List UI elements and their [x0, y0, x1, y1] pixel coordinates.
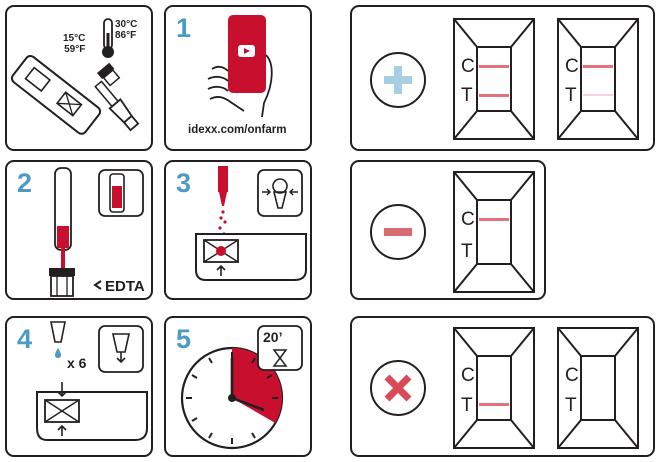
- edta-label: EDTA: [105, 278, 145, 295]
- t-label: T: [461, 85, 473, 106]
- cassette-icon: [10, 54, 102, 135]
- clock-icon: [180, 346, 284, 450]
- pipette-icon: [94, 80, 140, 132]
- sample-application-illustration: [195, 166, 307, 281]
- t-label: T: [461, 395, 473, 416]
- buffer-drops-illustration: [36, 321, 148, 441]
- vial-icon: [97, 62, 121, 87]
- result-invalid-panel: C T C T: [350, 316, 655, 457]
- c-label: C: [565, 56, 579, 77]
- phone-illustration: [207, 15, 273, 118]
- step-3-panel: 3: [164, 160, 312, 300]
- blood-tube-illustration: [49, 167, 144, 297]
- step-4-number: 4: [17, 324, 33, 354]
- test-line-icon: [479, 403, 509, 406]
- cassette-window-icon: [453, 171, 535, 293]
- control-line-icon: [479, 65, 509, 68]
- buffer-inset-icon: [98, 325, 144, 373]
- negative-result-illustration: [370, 171, 535, 293]
- cassette-icon: [36, 382, 148, 441]
- minus-icon: [370, 204, 426, 260]
- thermometer-icon: [102, 18, 114, 58]
- t-label: T: [461, 241, 473, 262]
- result-positive-panel: C T C T: [350, 5, 655, 151]
- faint-test-line-icon: [583, 94, 613, 96]
- step-1-panel: 1 idexx.com/onfarm: [164, 5, 312, 151]
- test-line-icon: [479, 94, 509, 97]
- cassette-window-icon: [453, 327, 535, 449]
- c-label: C: [461, 56, 475, 77]
- control-line-icon: [583, 65, 613, 68]
- control-line-icon: [479, 218, 509, 221]
- result-negative-panel: C T: [350, 160, 546, 300]
- cassette-window-icon: [453, 18, 535, 140]
- cassette-window-icon: [557, 327, 639, 449]
- step-3-number: 3: [176, 168, 192, 198]
- cross-icon: [370, 360, 426, 416]
- temp-high-label: 30°C 86°F: [115, 19, 138, 41]
- c-label: C: [461, 365, 475, 386]
- positive-result-illustration: [370, 18, 639, 140]
- clock-illustration: [180, 325, 303, 450]
- tube-inset-icon: [98, 169, 144, 217]
- t-label: T: [565, 395, 577, 416]
- c-label: C: [565, 365, 579, 386]
- step-4-panel: 4 x 6: [5, 316, 153, 457]
- timer-inset-icon: [257, 325, 303, 371]
- step-2-number: 2: [17, 168, 33, 198]
- invalid-result-illustration: [370, 327, 639, 449]
- cassette-icon: [195, 233, 307, 281]
- cassette-window-icon: [557, 18, 639, 140]
- hand-icon: [207, 54, 273, 118]
- arrow-left-icon: [93, 280, 102, 290]
- t-label: T: [565, 85, 577, 106]
- test-kit-illustration: [10, 18, 140, 135]
- timer-label: 20’: [263, 329, 283, 345]
- url-label: idexx.com/onfarm: [188, 124, 287, 136]
- step-5-number: 5: [176, 324, 192, 354]
- tube-icon: [49, 167, 75, 297]
- drops-count-label: x 6: [67, 355, 87, 371]
- pipette-icon: [218, 166, 228, 242]
- c-label: C: [461, 209, 475, 230]
- squeeze-inset-icon: [257, 169, 303, 217]
- step-1-number: 1: [176, 13, 192, 43]
- storage-panel: 15°C 59°F 30°C 86°F: [5, 5, 153, 151]
- dropper-icon: [50, 321, 66, 358]
- phone-icon: [228, 15, 266, 93]
- step-5-panel: 5 20’: [164, 316, 312, 457]
- plus-icon: [370, 52, 426, 108]
- step-2-panel: 2 EDTA: [5, 160, 153, 300]
- temp-low-label: 15°C 59°F: [63, 33, 86, 55]
